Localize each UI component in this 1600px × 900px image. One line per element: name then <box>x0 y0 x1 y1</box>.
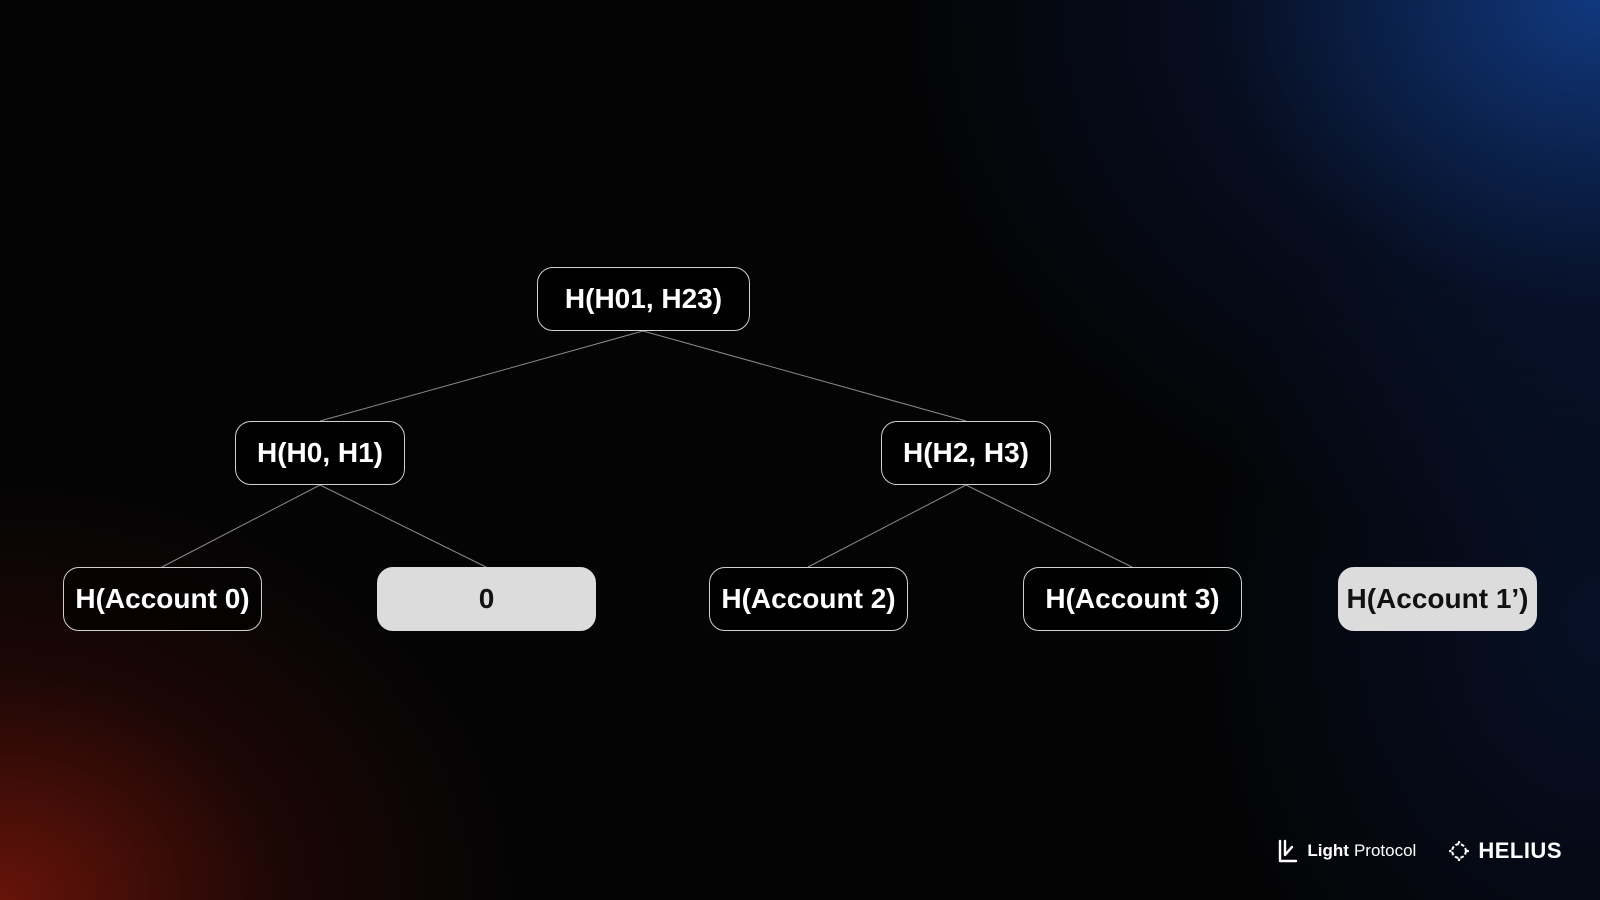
edge-h23-acc2 <box>807 484 967 568</box>
edge-h01-zero <box>319 484 487 568</box>
node-account-1-prime: H(Account 1’) <box>1338 567 1537 631</box>
edge-h23-acc3 <box>965 484 1133 568</box>
light-protocol-strong: Light <box>1307 841 1349 860</box>
footer-logos: Light Protocol HELIUS <box>1277 838 1562 864</box>
helius-name: HELIUS <box>1478 838 1562 863</box>
node-root: H(H01, H23) <box>537 267 750 331</box>
helius-logo-icon <box>1448 839 1470 863</box>
node-account-0: H(Account 0) <box>63 567 262 631</box>
node-h23: H(H2, H3) <box>881 421 1051 485</box>
light-protocol-brand: Light Protocol <box>1277 839 1416 863</box>
node-account-2: H(Account 2) <box>709 567 908 631</box>
edge-h01-acc0 <box>161 484 321 568</box>
light-protocol-logo-icon <box>1277 839 1299 863</box>
helius-brand: HELIUS <box>1448 838 1562 864</box>
edge-root-h23 <box>642 330 967 422</box>
node-zero: 0 <box>377 567 596 631</box>
light-protocol-normal: Protocol <box>1353 841 1417 860</box>
edge-root-h01 <box>319 330 644 422</box>
node-account-3: H(Account 3) <box>1023 567 1242 631</box>
node-h01: H(H0, H1) <box>235 421 405 485</box>
